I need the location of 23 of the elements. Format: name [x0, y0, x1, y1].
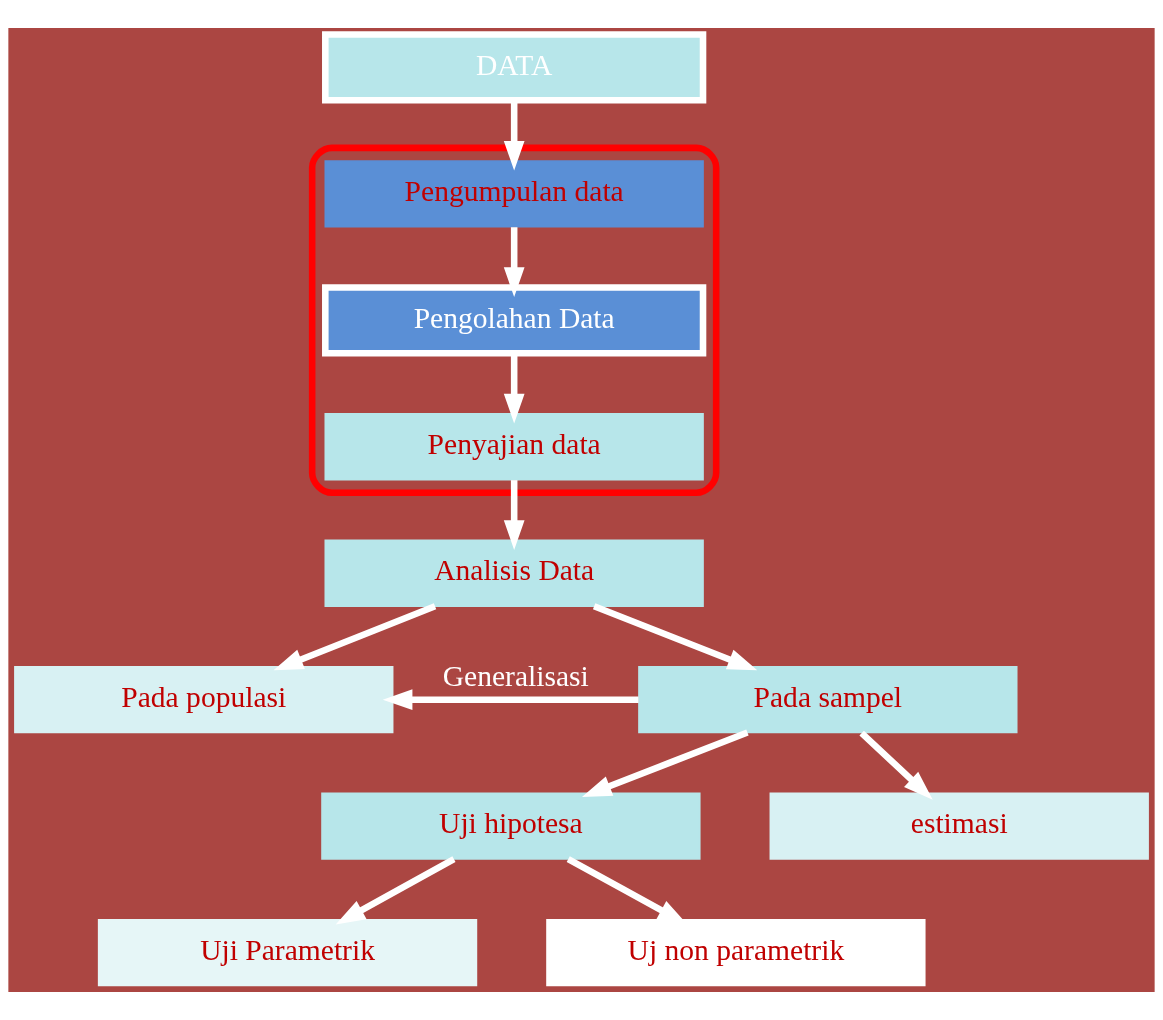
arrow [503, 227, 525, 297]
arrow [335, 856, 456, 925]
node-box: Pengumpulan data [324, 160, 704, 228]
cluster [308, 144, 720, 497]
arrow [503, 353, 525, 424]
node-box: DATA [322, 31, 707, 104]
node-box: Uji hipotesa [321, 792, 701, 860]
edge-label: Generalisasi [442, 659, 589, 692]
arrow [503, 480, 525, 550]
arrow [581, 729, 749, 797]
node-box: Uji Parametrik [97, 918, 478, 987]
node-box: estimasi [769, 792, 1149, 860]
arrow [382, 689, 639, 711]
node-box: Pada sampel [638, 666, 1018, 734]
node-box: Pada populasi [14, 666, 394, 734]
node-box: Pengolahan Data [322, 284, 707, 357]
node-box: Uj non parametrik [546, 918, 926, 987]
node-box: Analisis Data [324, 539, 704, 607]
arrow [592, 603, 758, 671]
arrow [859, 730, 933, 800]
node-box: Penyajian data [324, 413, 704, 481]
arrow [273, 603, 437, 671]
arrow [503, 100, 525, 171]
